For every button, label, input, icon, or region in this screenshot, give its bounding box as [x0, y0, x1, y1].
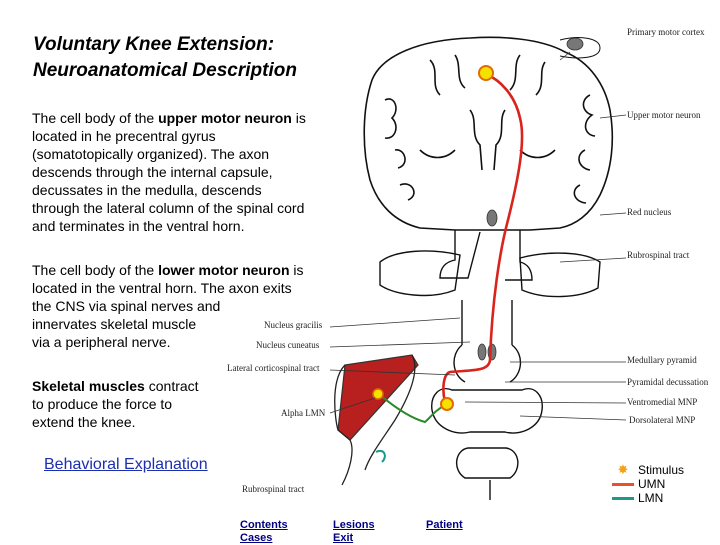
- nav-patient: Patient: [426, 519, 463, 532]
- star-icon: ✸: [617, 462, 629, 477]
- nav-lesions-exit: Lesions Exit: [333, 519, 375, 545]
- label-lateral-corticospinal-tract: Lateral corticospinal tract: [227, 363, 320, 373]
- legend-umn: UMN: [612, 477, 684, 491]
- muscle-junction: [372, 388, 384, 400]
- nav-lesions-link[interactable]: Lesions: [333, 519, 375, 531]
- cortex-callout: [559, 37, 601, 59]
- muscle-description: Skeletal muscles contract to produce the…: [32, 378, 199, 430]
- legend-stimulus: ✸ Stimulus: [612, 462, 684, 478]
- umn-swatch: [612, 482, 634, 486]
- nav-cases-link[interactable]: Cases: [240, 532, 273, 544]
- nav-exit-link[interactable]: Exit: [333, 532, 354, 544]
- legend-lmn: LMN: [612, 491, 684, 505]
- umn-path: [442, 72, 524, 403]
- lmn-path: [379, 394, 448, 424]
- label-primary-motor-cortex: Primary motor cortex: [627, 27, 705, 37]
- label-red-nucleus: Red nucleus: [627, 207, 672, 217]
- nav-contents-link[interactable]: Contents: [240, 519, 288, 531]
- lmn-swatch: [612, 496, 634, 500]
- label-rubrospinal-tract-bottom: Rubrospinal tract: [242, 484, 305, 494]
- legend: ✸ Stimulus UMN LMN: [612, 463, 684, 505]
- label-leaders: [329, 51, 627, 421]
- umn-description: The cell body of the upper motor neuron …: [32, 110, 306, 234]
- nav-patient-link[interactable]: Patient: [426, 519, 463, 531]
- label-dorsolateral-mnp: Dorsolateral MNP: [629, 415, 695, 425]
- umn-cell-body: [478, 65, 494, 81]
- umn-term: upper motor neuron: [158, 110, 292, 126]
- muscle: [334, 354, 419, 486]
- label-alpha-lmn: Alpha LMN: [281, 408, 326, 418]
- label-pyramidal-decussation: Pyramidal decussation: [627, 377, 709, 387]
- page-title: Voluntary Knee Extension: Neuroanatomica…: [33, 32, 297, 84]
- title-line-1: Voluntary Knee Extension:: [33, 34, 275, 55]
- label-nucleus-cuneatus: Nucleus cuneatus: [256, 340, 320, 350]
- lmn-term: lower motor neuron: [158, 262, 290, 278]
- title-line-2: Neuroanatomical Description: [33, 60, 297, 81]
- muscle-term: Skeletal muscles: [32, 378, 145, 394]
- brain-section: [363, 36, 614, 231]
- label-rubrospinal-tract: Rubrospinal tract: [627, 250, 690, 260]
- lmn-cell-body: [440, 397, 454, 411]
- label-medullary-pyramid: Medullary pyramid: [627, 355, 697, 365]
- label-nucleus-gracilis: Nucleus gracilis: [264, 320, 323, 330]
- label-ventromedial-mnp: Ventromedial MNP: [627, 397, 697, 407]
- brainstem: [379, 230, 601, 500]
- nucleus-markers: [477, 37, 584, 361]
- behavioral-explanation-link[interactable]: Behavioral Explanation: [44, 456, 208, 473]
- label-upper-motor-neuron: Upper motor neuron: [627, 110, 701, 120]
- lmn-description: The cell body of the lower motor neuron …: [32, 262, 304, 350]
- nav-contents-cases: Contents Cases: [240, 519, 288, 545]
